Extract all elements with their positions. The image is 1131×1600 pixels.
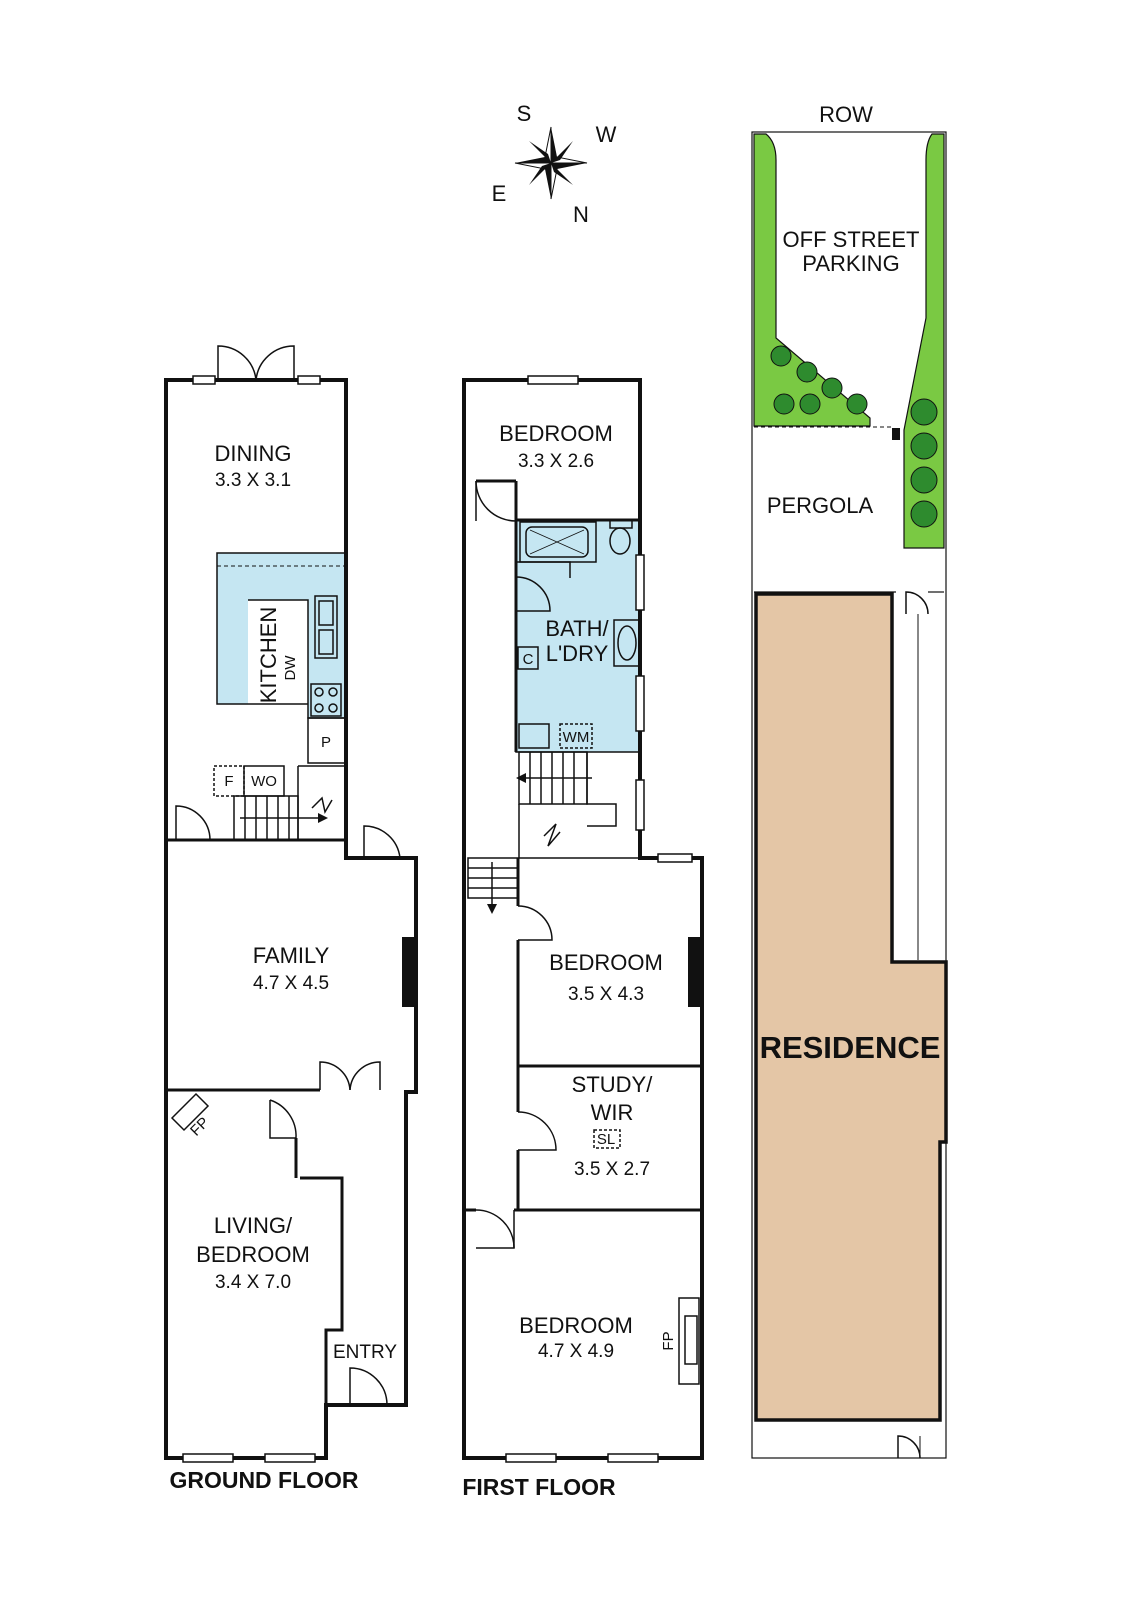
site-plan <box>751 131 948 1459</box>
fireplace-front-icon <box>678 1297 700 1385</box>
fp-label-first: FP <box>660 1331 677 1350</box>
compass-n: N <box>573 202 589 227</box>
study-label-1: STUDY/ <box>572 1072 654 1097</box>
door-icon <box>217 345 257 381</box>
bedroom-front-label: BEDROOM <box>519 1313 633 1338</box>
cooktop-icon <box>310 683 342 717</box>
parking-label-1: OFF STREET <box>783 227 920 252</box>
entry-label: ENTRY <box>333 1342 397 1363</box>
kitchen-label: KITCHEN <box>256 607 281 704</box>
compass-w: W <box>596 122 617 147</box>
shelf-label: SL <box>597 1131 615 1148</box>
bedroom-rear-label: BEDROOM <box>499 421 613 446</box>
basin-icon <box>617 625 637 661</box>
wo-label: WO <box>251 773 277 790</box>
bath-fill <box>516 520 640 752</box>
first-floor-plan <box>462 375 704 1463</box>
cupboard-label: C <box>523 651 534 668</box>
compass-s: S <box>517 101 532 126</box>
bedroom-mid-label: BEDROOM <box>549 950 663 975</box>
dishwasher-label: DW <box>282 655 299 681</box>
pantry-label: P <box>321 734 331 751</box>
residence-label: RESIDENCE <box>760 1030 941 1065</box>
bedroom-front-dims: 4.7 X 4.9 <box>538 1341 614 1362</box>
family-dims: 4.7 X 4.5 <box>253 973 329 994</box>
study-dims: 3.5 X 2.7 <box>574 1159 650 1180</box>
fridge-label: F <box>224 773 233 790</box>
fireplace-icon <box>170 1092 210 1132</box>
living-label-1: LIVING/ <box>214 1213 293 1238</box>
residence-block <box>754 592 948 1422</box>
parking-label-2: PARKING <box>802 251 899 276</box>
row-label: ROW <box>819 102 873 127</box>
compass: S W E N <box>492 101 617 227</box>
tree-icon <box>770 345 792 367</box>
compass-e: E <box>492 181 507 206</box>
family-label: FAMILY <box>253 943 330 968</box>
washing-machine-label: WM <box>563 729 590 746</box>
living-label-2: BEDROOM <box>196 1242 310 1267</box>
bedroom-rear-dims: 3.3 X 2.6 <box>518 451 594 472</box>
study-label-2: WIR <box>591 1100 634 1125</box>
bath-label-1: BATH/ <box>545 616 609 641</box>
bedroom-mid-dims: 3.5 X 4.3 <box>568 984 644 1005</box>
sink-icon <box>314 595 338 659</box>
fp-label-ground: FP <box>187 1114 213 1140</box>
pergola-label: PERGOLA <box>767 493 874 518</box>
living-dims: 3.4 X 7.0 <box>215 1272 291 1293</box>
toilet-icon <box>609 527 631 555</box>
ground-floor-plan <box>164 345 418 1463</box>
first-floor-title: FIRST FLOOR <box>462 1474 616 1500</box>
compass-rose-icon <box>514 126 588 200</box>
dining-label: DINING <box>215 441 292 466</box>
ground-floor-title: GROUND FLOOR <box>169 1467 358 1493</box>
dining-dims: 3.3 X 3.1 <box>215 470 291 491</box>
bath-label-2: L'DRY <box>546 641 609 666</box>
